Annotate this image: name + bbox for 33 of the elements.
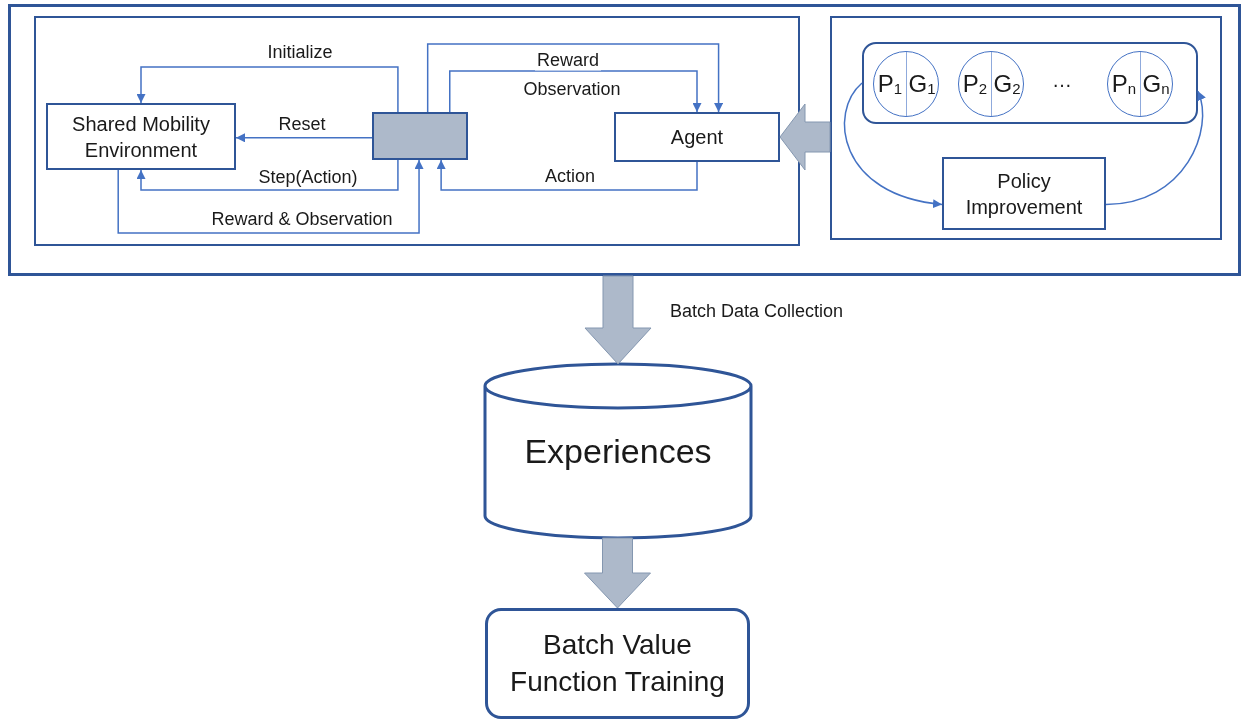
arrow [1105, 90, 1206, 206]
node-label: Experiences [523, 430, 713, 472]
arrow [136, 66, 399, 113]
process-box [372, 112, 468, 160]
circle-label: G$_{2}$ [992, 69, 1022, 100]
block-arrow [779, 103, 831, 171]
arrow [117, 159, 424, 234]
process-box [942, 157, 1106, 230]
ellipsis-text: … [1052, 68, 1072, 92]
process-box [46, 103, 236, 170]
circle-label: P$_{2}$ [961, 69, 989, 100]
arrow [436, 159, 698, 191]
arrow [426, 43, 724, 113]
circle-label: P$_{1}$ [876, 69, 904, 100]
database-cylinder [483, 364, 753, 538]
node-label: Batch Value Function Training [509, 628, 726, 699]
circle-label: G$_{1}$ [907, 69, 937, 100]
arrow [449, 70, 702, 113]
arrow [235, 133, 373, 143]
node-label: Agent [669, 125, 725, 150]
block-arrow [584, 537, 651, 609]
arrow [843, 82, 943, 208]
panel [34, 16, 800, 246]
circle-label: P$_{n}$ [1110, 69, 1138, 100]
process-box [614, 112, 780, 162]
panel [830, 16, 1222, 240]
circle-label: G$_{n}$ [1141, 69, 1171, 100]
process-box [485, 608, 750, 719]
group-box [862, 42, 1198, 124]
arrow [136, 159, 399, 191]
node-label: Policy Improvement [964, 168, 1084, 220]
node-label: Shared Mobility Environment [71, 111, 211, 163]
block-arrow [584, 275, 652, 365]
